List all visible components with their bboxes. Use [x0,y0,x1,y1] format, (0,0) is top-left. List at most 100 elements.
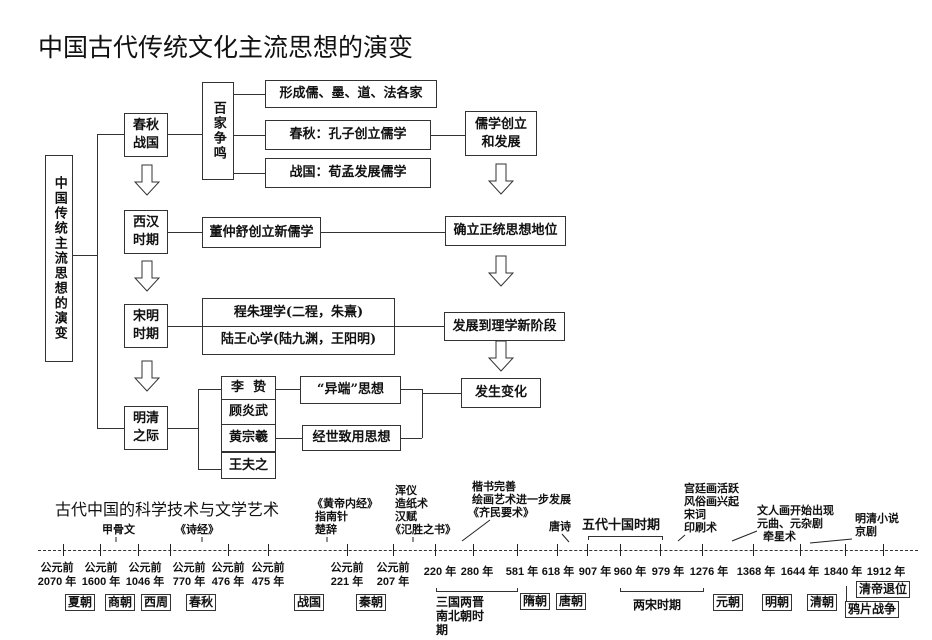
connector [168,134,202,135]
bc-prefix: 公元前 [376,562,410,574]
outcome-box: 发生变化 [461,378,541,408]
dynasty-label: 元朝 [713,594,744,611]
timeline-tick [660,544,661,556]
achievement-label: 《齐民要术》 [468,506,534,519]
achievement-label: 《氾胜之书》 [390,523,456,536]
person-box: 王夫之 [221,452,276,479]
year-label: 475 年 [251,576,285,588]
root-box: 中国传统主流思想的演变 [45,155,73,362]
timeline-tick [702,544,703,556]
connector [422,393,461,394]
baijia-item: 战国：荀孟发展儒学 [265,158,431,188]
connector [422,389,423,438]
down-arrow-icon [134,164,160,196]
person-box: 顾炎武 [221,399,276,425]
bc-prefix: 公元前 [84,562,118,574]
baijia-item: 形成儒、墨、道、法各家 [265,80,437,108]
bc-prefix: 公元前 [128,562,162,574]
connector [97,134,98,428]
connector [168,428,198,429]
period-chunqiu-zhanguo: 春秋战国 [124,113,168,157]
year-label: 2070 年 [37,576,77,588]
connector [276,389,300,390]
achievement-label: 唐诗 [549,520,571,533]
dynasty-label: 秦朝 [356,594,387,611]
event-label: 清帝退位 [856,581,911,598]
timeline-tick [228,544,229,556]
connector [321,232,445,233]
achievement-label: 京剧 [855,525,877,538]
down-arrow-icon [488,340,514,372]
connector [97,428,124,429]
xihan-item: 董仲舒创立新儒学 [202,217,321,248]
connector [276,438,302,439]
achievement-label: 宫廷画活跃 [684,482,739,495]
dynasty-label: 春秋 [186,594,217,611]
down-arrow-icon [488,255,514,287]
achievement-label: 明清小说 [855,512,899,525]
timeline-tick [753,544,754,556]
timeline-tick [393,544,394,556]
dynasty-label: 五代十国时期 [582,518,661,533]
bc-prefix: 公元前 [172,562,206,574]
timeline-tick [435,544,436,556]
dynasty-label: 清朝 [807,594,838,611]
outcome-box: 发展到理学新阶段 [444,312,565,341]
connector [198,389,221,390]
year-label: 907 年 [578,566,612,578]
year-label: 1046 年 [125,576,165,588]
timeline-tick [620,544,621,556]
connector [401,438,422,439]
songming-item: 陆王心学(陆九渊，王阳明) [220,332,377,348]
timeline-tick [138,544,139,556]
bc-prefix: 公元前 [40,562,74,574]
bracket [620,588,704,592]
connector [97,134,124,135]
achievement-label: 文人画开始出现 [757,504,834,517]
year-label: 1276 年 [689,566,729,578]
baijia-item: 春秋：孔子创立儒学 [265,120,431,150]
year-label: 1840 年 [823,566,863,578]
timeline-tick [557,544,558,556]
year-label: 960 年 [613,566,647,578]
timeline-heading: 古代中国的科学技术与文学艺术 [55,500,280,519]
year-label: 1912 年 [866,566,906,578]
year-label: 1600 年 [81,576,121,588]
timeline-tick [170,544,171,556]
songming-item: 程朱理学(二程，朱熹) [233,304,364,320]
dynasty-label: 商朝 [105,594,136,611]
dynasty-label: 夏朝 [65,594,96,611]
achievement-label: 牵星术 [763,530,796,543]
timeline-tick [845,544,846,556]
achievement-label: 《黄帝内经》 [312,497,378,510]
achievement-label: 印刷术 [684,521,717,534]
person-box: 李 贽 [221,376,276,400]
timeline-tick [347,544,348,556]
connector [72,255,97,256]
year-label: 280 年 [460,566,494,578]
dynasty-label: 西周 [141,594,172,611]
timeline-axis [38,550,918,551]
year-label: 581 年 [505,566,539,578]
period-songming: 宋明时期 [124,304,168,348]
connector [234,135,265,136]
timeline-tick [473,544,474,556]
connector [431,135,465,136]
event-label: 鸦片战争 [845,601,900,618]
connector [234,173,265,174]
baijia-box: 百家争鸣 [202,82,234,180]
achievement-label: 风俗画兴起 [684,495,739,508]
dynasty-label: 明朝 [762,594,793,611]
dynasty-label: 三国两晋南北朝时期 [436,595,485,637]
dynasty-label: 唐朝 [556,593,587,610]
year-label: 979 年 [651,566,685,578]
connector [168,326,444,327]
dynasty-label: 两宋时期 [633,598,682,612]
achievement-label: 甲骨文 [102,523,135,536]
down-arrow-icon [134,360,160,392]
year-label: 1368 年 [736,566,776,578]
bc-prefix: 公元前 [251,562,285,574]
bracket [588,536,663,540]
connector [846,586,847,602]
